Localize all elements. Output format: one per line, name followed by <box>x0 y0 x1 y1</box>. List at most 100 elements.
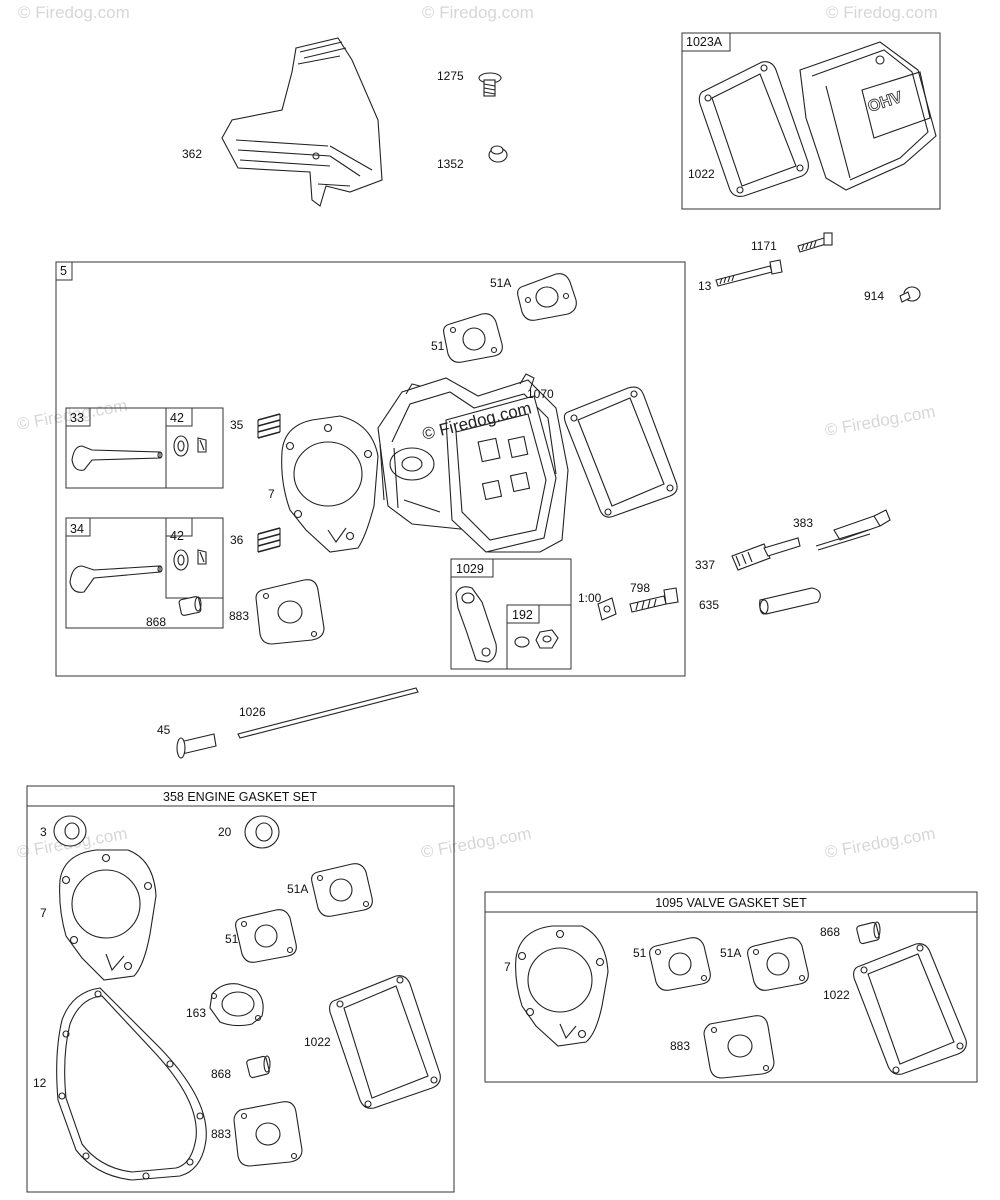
label-35: 35 <box>230 418 244 432</box>
label-13: 13 <box>698 279 712 293</box>
part-33-exhaust-valve <box>71 445 163 471</box>
egs-part-12-crankcase-gasket <box>56 987 207 1181</box>
label-337: 337 <box>695 558 715 572</box>
egs-part-1022-gasket <box>329 975 441 1109</box>
kit-label-192: 192 <box>512 608 533 622</box>
egs-label-20: 20 <box>218 825 232 839</box>
egs-part-20-seal <box>244 815 280 849</box>
part-34-intake-valve <box>69 565 163 593</box>
egs-label-868: 868 <box>211 1067 231 1081</box>
part-45-tappet <box>176 733 217 759</box>
watermark: © Firedog.com <box>18 3 130 22</box>
egs-part-7-head-gasket <box>59 849 157 981</box>
part-883-gasket <box>255 579 325 645</box>
part-1275-screw <box>478 72 502 97</box>
watermark: © Firedog.com <box>826 3 938 22</box>
vgs-part-51a-gasket <box>747 937 809 991</box>
label-1100: 1:00 <box>578 591 602 605</box>
kit-box-42-a <box>165 407 224 489</box>
label-883-head: 883 <box>229 609 249 623</box>
part-51-intake-gasket <box>443 313 503 363</box>
kit-tag-5 <box>55 261 73 281</box>
part-383-spark-plug-lead <box>815 509 891 551</box>
part-7-head-gasket <box>281 415 379 553</box>
kit-label-34: 34 <box>70 522 84 536</box>
kit-box-5-cylinder-head <box>55 261 686 677</box>
kit-label-42-b: 42 <box>170 529 184 543</box>
watermark: © Firedog.com <box>422 3 534 22</box>
egs-label-7: 7 <box>40 906 47 920</box>
kit-label-1023a: 1023A <box>686 35 723 49</box>
label-1352: 1352 <box>437 157 464 171</box>
label-45: 45 <box>157 723 171 737</box>
label-1171: 1171 <box>751 239 777 253</box>
part-868-valve-seal <box>178 596 202 616</box>
vgs-part-868-seal <box>856 921 881 945</box>
part-635-boot <box>759 587 821 615</box>
vgs-part-1022-gasket <box>853 943 967 1075</box>
kit-label-1029: 1029 <box>456 562 484 576</box>
vgs-label-7: 7 <box>504 960 511 974</box>
label-362: 362 <box>182 147 202 161</box>
egs-label-3: 3 <box>40 825 47 839</box>
part-1171-stud <box>797 232 833 253</box>
egs-label-51: 51 <box>225 932 239 946</box>
label-51: 51 <box>431 339 445 353</box>
egs-label-883: 883 <box>211 1127 231 1141</box>
label-1022-cover: 1022 <box>688 167 715 181</box>
gasket-set-1095-title: 1095 VALVE GASKET SET <box>655 896 807 910</box>
label-1275: 1275 <box>437 69 464 83</box>
gasket-set-358-box <box>26 785 455 1193</box>
egs-label-12: 12 <box>33 1076 47 1090</box>
label-1026: 1026 <box>239 705 266 719</box>
vgs-part-7-head-gasket <box>515 925 609 1047</box>
vgs-part-883-gasket <box>703 1015 775 1079</box>
part-337-spark-plug <box>731 537 801 571</box>
egs-part-51a-gasket <box>311 863 373 917</box>
vgs-label-868: 868 <box>820 925 840 939</box>
label-635: 635 <box>699 598 719 612</box>
kit-label-42-a: 42 <box>170 411 184 425</box>
egs-part-883-gasket <box>233 1101 303 1167</box>
label-798: 798 <box>630 581 650 595</box>
egs-part-51-gasket <box>235 909 297 963</box>
part-42-retainer-a <box>173 435 207 457</box>
gasket-set-358-title: 358 ENGINE GASKET SET <box>163 790 317 804</box>
kit-tag-192 <box>506 604 540 624</box>
kit-tag-42-a <box>165 407 193 427</box>
egs-part-868-seal <box>246 1055 271 1079</box>
label-383: 383 <box>793 516 813 530</box>
part-rocker-cover-gasket <box>563 386 678 518</box>
part-914-screw <box>899 286 921 303</box>
vgs-label-883: 883 <box>670 1039 690 1053</box>
egs-part-3-seal <box>53 815 87 847</box>
vgs-label-51a: 51A <box>720 946 741 960</box>
watermark: © Firedog.com <box>419 824 532 862</box>
part-798-adjust-screw <box>629 587 679 613</box>
egs-label-1022: 1022 <box>304 1035 331 1049</box>
vgs-label-51: 51 <box>633 946 647 960</box>
kit-box-1023a <box>681 32 941 210</box>
part-36-valve-spring <box>257 527 281 553</box>
egs-label-51a: 51A <box>287 882 308 896</box>
part-192-rocker-nuts <box>514 629 559 649</box>
part-1100-pivot <box>597 597 617 621</box>
part-1023a-valve-cover: OHV <box>799 41 937 191</box>
label-51a: 51A <box>490 276 511 290</box>
vgs-part-51-gasket <box>649 937 711 991</box>
part-1026-push-rod <box>237 687 419 739</box>
label-868-head: 868 <box>146 615 166 629</box>
part-51a-intake-gasket <box>517 273 577 321</box>
kit-tag-33 <box>65 407 91 427</box>
label-1070: 1070 <box>527 387 554 401</box>
egs-label-163: 163 <box>186 1006 206 1020</box>
part-cylinder-head <box>377 373 569 553</box>
label-7-head: 7 <box>268 487 275 501</box>
part-362-air-baffle <box>221 37 383 207</box>
watermark: © Firedog.com <box>823 402 936 440</box>
gasket-set-1095-box <box>484 891 978 1083</box>
label-36: 36 <box>230 533 244 547</box>
part-1022-cover-gasket <box>698 61 809 197</box>
kit-tag-1023a <box>681 32 731 52</box>
